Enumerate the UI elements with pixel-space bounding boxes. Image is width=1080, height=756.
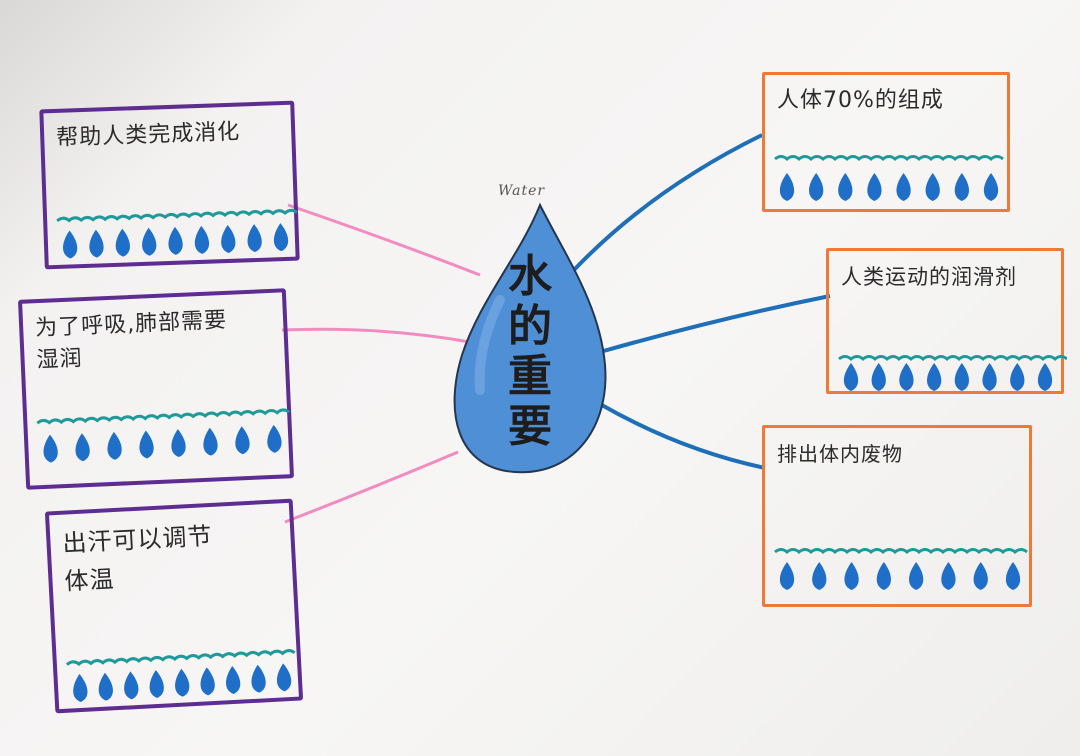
water-drop-mark <box>1037 363 1053 391</box>
box-digestion: 帮助人类完成消化 <box>39 100 300 270</box>
box-waste: 排出体内废物 <box>762 425 1032 607</box>
center-char: 水 <box>508 251 552 302</box>
center-char: 重 <box>508 351 552 402</box>
center-char: 要 <box>508 401 552 452</box>
water-drop-mark <box>843 363 859 391</box>
water-drop-mark <box>779 173 795 201</box>
link-waste <box>599 402 766 470</box>
water-illustration <box>774 548 1028 590</box>
water-wave-line <box>56 208 298 223</box>
water-drop <box>453 202 607 474</box>
water-drop-mark <box>194 225 210 254</box>
water-drop-mark <box>276 663 292 692</box>
water-drop-mark <box>871 363 886 391</box>
water-illustration <box>774 155 1004 201</box>
water-drop-mark <box>273 223 289 252</box>
water-drop-mark <box>1005 562 1021 590</box>
water-wave-line <box>774 155 1004 161</box>
water-drop-mark <box>63 230 78 259</box>
water-illustration <box>36 408 291 463</box>
water-drop-mark <box>267 424 282 453</box>
box-waste-text: 排出体内废物 <box>777 442 903 466</box>
box-body70: 人体70%的组成 <box>762 72 1010 212</box>
water-illustration <box>56 208 298 259</box>
water-wave-line <box>774 548 1028 554</box>
water-drop-mark <box>812 562 827 590</box>
link-breathing <box>281 327 471 344</box>
box-lubricant: 人类运动的润滑剂 <box>826 248 1067 394</box>
link-digestion <box>287 203 481 277</box>
water-wave-line <box>65 649 296 667</box>
box-lubricant-text: 人类运动的润滑剂 <box>841 265 1017 289</box>
water-drop-mark <box>876 562 891 590</box>
water-wave-line <box>36 408 291 425</box>
box-body70-text: 人体70%的组成 <box>777 88 944 113</box>
link-sweat <box>284 450 459 524</box>
link-body70 <box>570 133 763 274</box>
water-drop-mark <box>809 173 824 201</box>
link-lubricant <box>599 294 831 354</box>
center-title: 水 的 重 要 <box>500 252 560 452</box>
water-drop-mark <box>838 173 853 201</box>
water-drop-mark <box>844 562 859 590</box>
water-drop-mark <box>139 430 154 459</box>
water-drop-mark <box>149 670 164 699</box>
water-drop-mark <box>43 434 58 463</box>
water-drop-mark <box>73 674 88 703</box>
water-drop-mark <box>168 226 183 255</box>
water-drop-mark <box>142 227 157 256</box>
water-drop-mark <box>941 562 956 590</box>
water-illustration <box>838 355 1067 391</box>
water-drop-mark <box>115 228 130 257</box>
water-drop-mark <box>909 562 924 590</box>
water-drop-mark <box>175 668 190 697</box>
water-drop-mark <box>927 363 942 391</box>
water-drop-mark <box>107 431 122 460</box>
center-char: 的 <box>508 301 552 352</box>
water-drop-mark <box>954 363 969 391</box>
water-illustration <box>65 649 296 703</box>
water-drop-mark <box>235 426 250 455</box>
water-drop-mark <box>973 562 988 590</box>
water-drop-mark <box>98 672 113 701</box>
water-drop-mark <box>899 363 914 391</box>
water-drop-mark <box>124 671 139 700</box>
water-drop-mark <box>203 427 218 456</box>
water-drop-mark <box>251 664 266 693</box>
box-sweat: 出汗可以调节 体温 <box>44 498 304 714</box>
drop-highlight <box>474 295 505 395</box>
water-drop-mark <box>982 363 997 391</box>
water-drop-mark <box>954 173 969 201</box>
water-drop-mark <box>171 429 186 458</box>
water-drop-mark <box>896 173 911 201</box>
water-drop-mark <box>225 666 241 694</box>
water-drop-mark <box>200 667 215 696</box>
water-drop-mark <box>89 229 104 258</box>
water-drop-mark <box>1010 363 1025 391</box>
water-drop-mark <box>247 224 262 253</box>
water-drop-mark <box>983 173 999 201</box>
box-breathing: 为了呼吸,肺部需要 湿润 <box>17 288 295 490</box>
water-drop-mark <box>925 173 940 201</box>
water-wave-line <box>838 355 1067 361</box>
water-drop-mark <box>221 224 236 253</box>
water-drop-mark <box>779 562 795 590</box>
water-drop-mark <box>75 433 90 462</box>
water-caption: Water <box>498 183 546 199</box>
water-drop-mark <box>867 173 882 201</box>
